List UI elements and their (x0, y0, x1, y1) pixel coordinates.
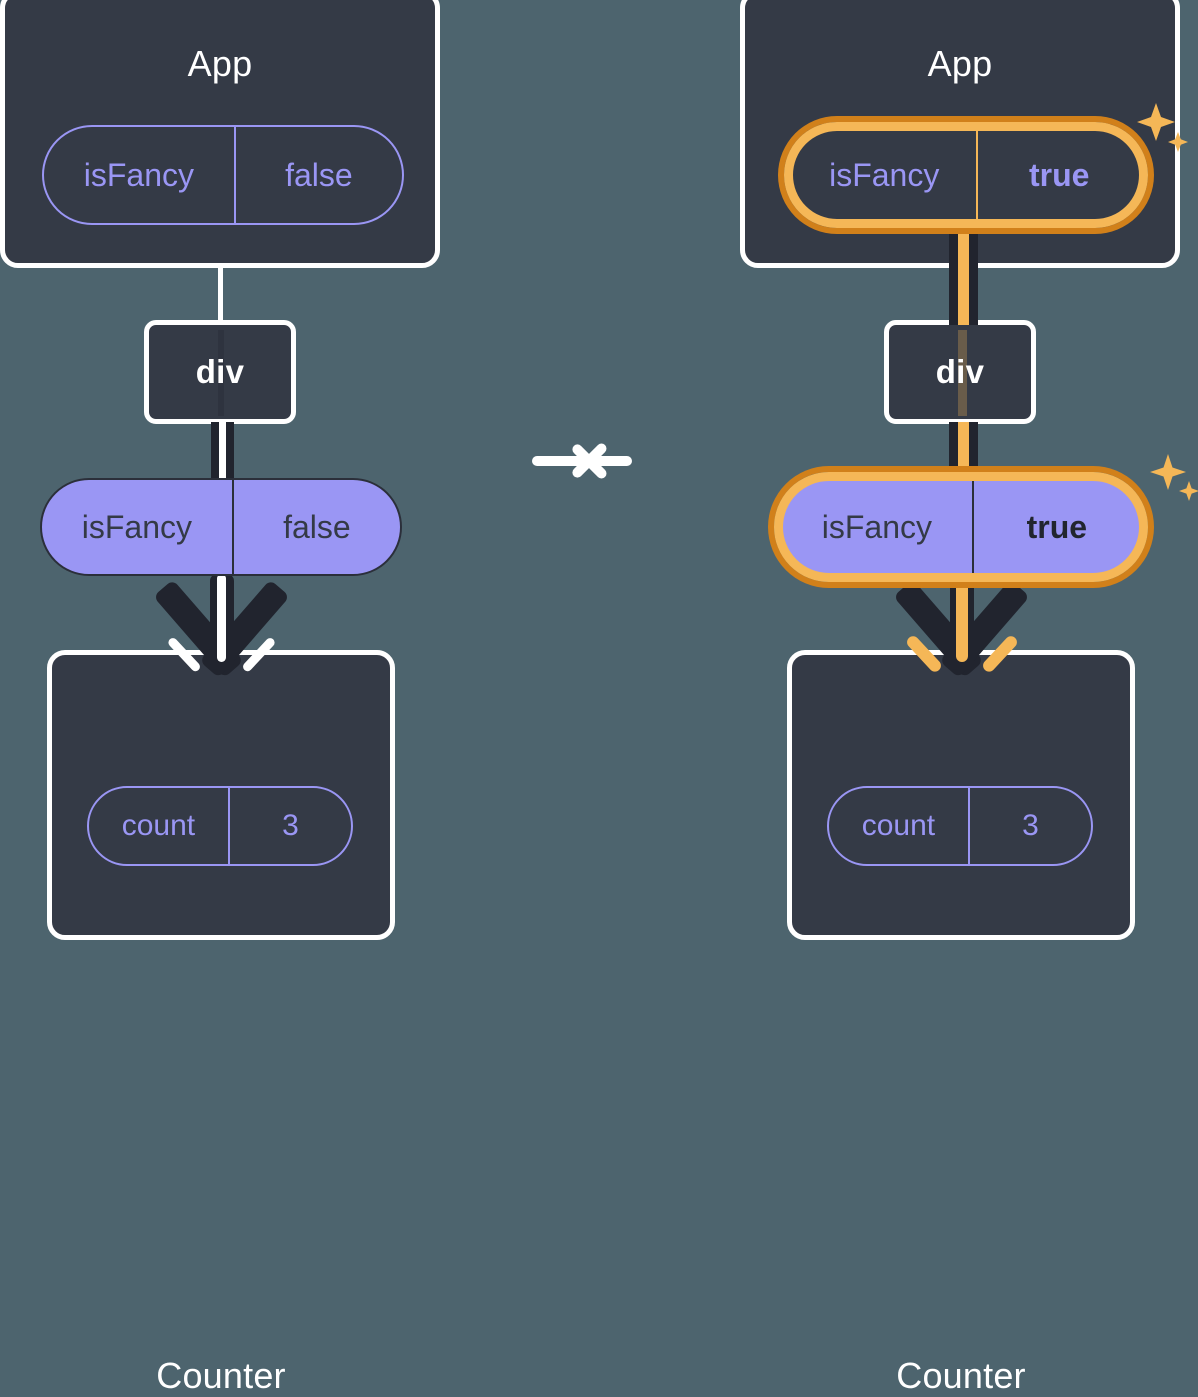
before-connector-div-to-prop-right-rail (226, 422, 234, 480)
before-counter-state-key: count (121, 809, 196, 842)
after-panel: App div isFancy true (730, 0, 1198, 1396)
after-app-prop-key: isFancy (829, 156, 940, 193)
after-rail-right-seg2 (969, 270, 978, 325)
before-panel: App isFancy false div isFancy false (0, 0, 440, 1396)
before-passed-prop-value: false (231, 480, 400, 574)
after-rail-left-seg1 (949, 222, 958, 270)
after-rail-center-seg1 (958, 222, 969, 270)
before-app-prop-value: false (233, 127, 402, 223)
before-arrow-prop-to-counter (112, 574, 332, 684)
after-counter-title: Counter (896, 1355, 1026, 1396)
after-counter-state-pill: count 3 (827, 786, 1093, 866)
before-counter-title: Counter (156, 1355, 286, 1396)
before-app-prop-key: isFancy (83, 156, 194, 193)
after-rail-center-seg2 (958, 270, 969, 325)
after-app-title: App (927, 43, 993, 84)
before-app-prop-pill: isFancy false (42, 125, 404, 225)
before-connector-through-div (218, 330, 224, 416)
after-rail-left-seg3 (949, 422, 958, 480)
after-passed-prop-sparkle-icon (1148, 452, 1198, 506)
after-rail-center-seg3 (958, 422, 969, 480)
after-passed-prop-value: true (971, 480, 1140, 574)
after-rail-right-seg1 (969, 222, 978, 270)
before-div-title: div (195, 353, 245, 390)
before-connector-app-to-div (218, 265, 223, 323)
after-rail-left-seg2 (949, 270, 958, 325)
after-rail-right-seg3 (969, 422, 978, 480)
after-arrow-prop-to-counter (852, 574, 1072, 684)
before-app-title: App (187, 43, 253, 84)
after-arrow-shaft-inner (956, 574, 968, 662)
before-connector-div-to-prop-center (219, 422, 226, 480)
after-passed-prop-pill: isFancy true (780, 478, 1142, 576)
after-counter-state-value: 3 (967, 788, 1091, 864)
after-connector-through-div (958, 330, 967, 416)
before-counter-state-pill: count 3 (87, 786, 353, 866)
after-app-prop-pill: isFancy true (790, 128, 1142, 222)
after-counter-state-key: count (861, 809, 936, 842)
transition-arrow (532, 430, 648, 492)
before-counter-state-value: 3 (227, 788, 351, 864)
after-div-title: div (935, 353, 985, 390)
before-div-card: div (144, 320, 296, 424)
after-app-prop-value: true (976, 130, 1140, 220)
after-div-card: div (884, 320, 1036, 424)
after-passed-prop-key: isFancy (821, 508, 932, 545)
before-passed-prop-key: isFancy (81, 508, 192, 545)
before-connector-div-to-prop-left-rail (211, 422, 219, 480)
after-app-prop-sparkle-icon (1134, 100, 1192, 158)
before-passed-prop-pill: isFancy false (40, 478, 402, 576)
before-arrow-shaft-inner (217, 574, 226, 662)
